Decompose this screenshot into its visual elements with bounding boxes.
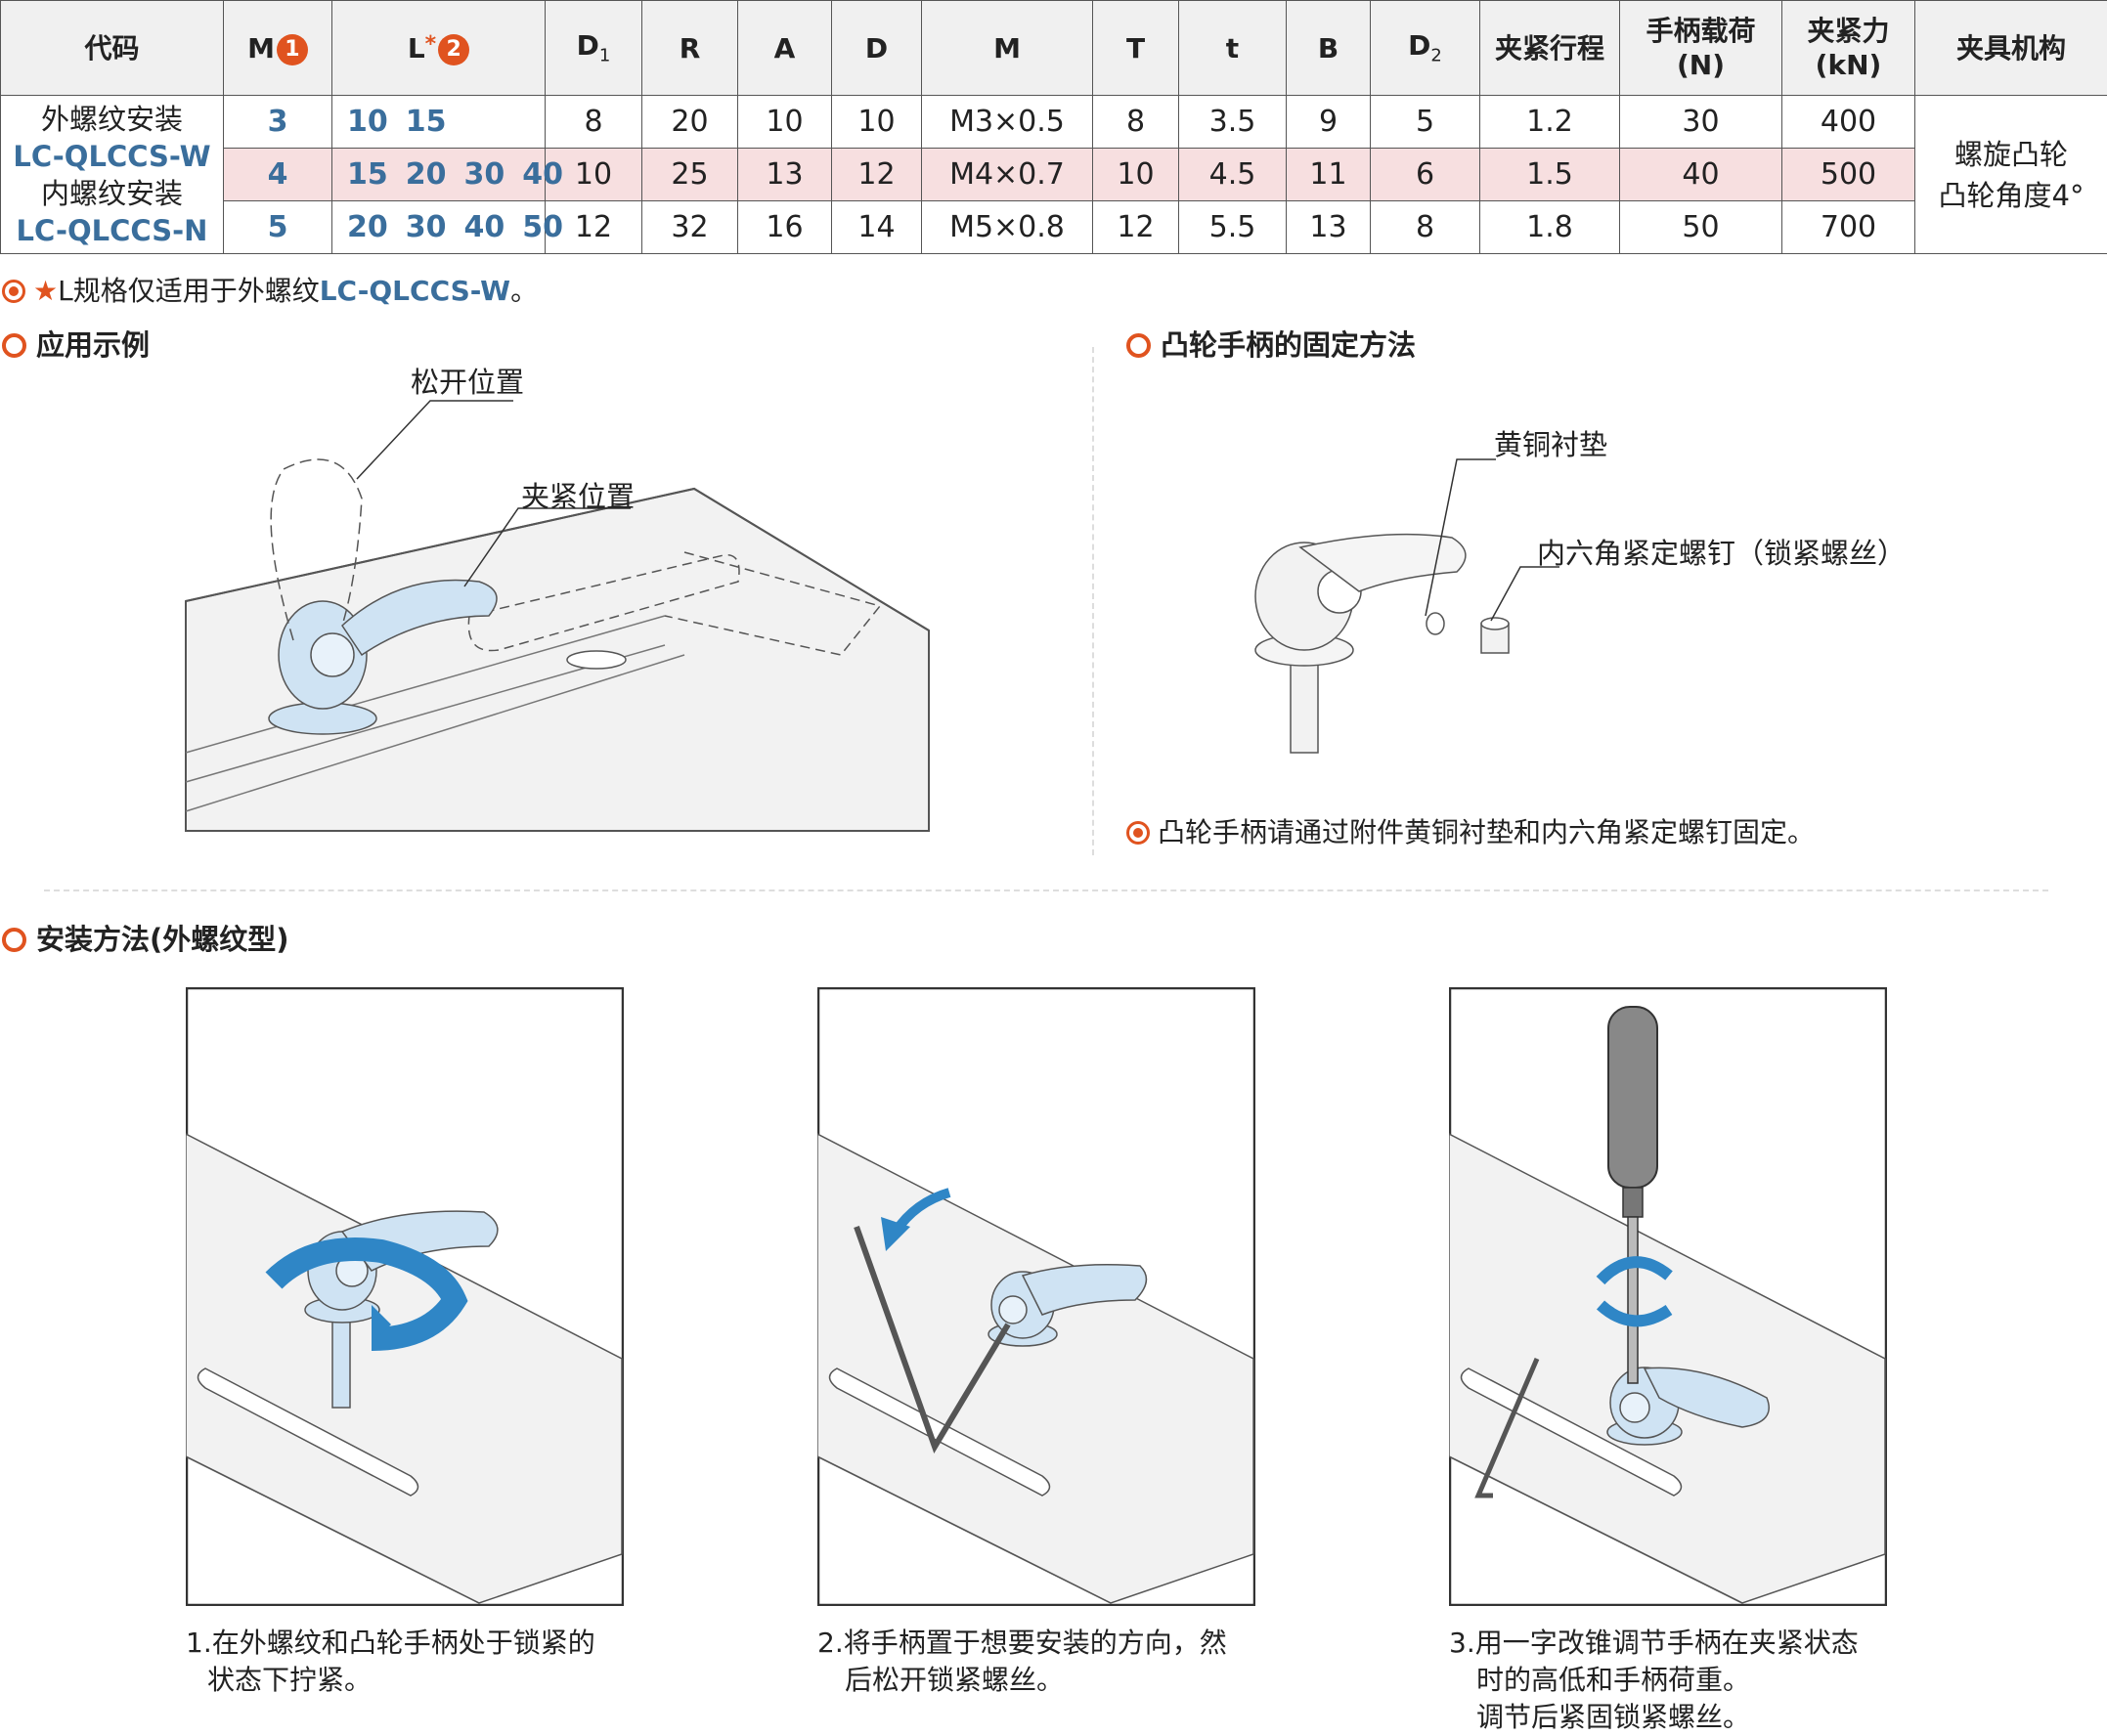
- label-clamp-position: 夹紧位置: [521, 474, 635, 515]
- header-mechanism: 夹具机构: [1915, 1, 2107, 96]
- cell-b: 11: [1287, 149, 1371, 201]
- cell-force: 500: [1782, 149, 1915, 201]
- note-2-badge: 2: [438, 34, 469, 65]
- bullet-icon: [1126, 821, 1150, 845]
- step-1-caption: 1.在外螺纹和凸轮手柄处于锁紧的状态下拧紧。: [186, 1625, 595, 1699]
- cell-force: 400: [1782, 96, 1915, 149]
- cell-r: 32: [642, 201, 738, 254]
- header-d1: D1: [546, 1, 642, 96]
- header-code: 代码: [1, 1, 224, 96]
- cell-t-lower: 5.5: [1179, 201, 1287, 254]
- cell-t-lower: 3.5: [1179, 96, 1287, 149]
- header-b: B: [1287, 1, 1371, 96]
- cell-r: 25: [642, 149, 738, 201]
- header-load: 手柄载荷 (N): [1620, 1, 1782, 96]
- cell-t-lower: 4.5: [1179, 149, 1287, 201]
- mechanism-angle: 凸轮角度4°: [1915, 175, 2107, 216]
- cell-load: 30: [1620, 96, 1782, 149]
- cell-d2: 6: [1371, 149, 1480, 201]
- header-a: A: [738, 1, 832, 96]
- ring-bullet-icon: [1126, 333, 1151, 358]
- cell-t-upper: 10: [1093, 149, 1179, 201]
- cell-d2: 5: [1371, 96, 1480, 149]
- cell-stroke: 1.5: [1480, 149, 1620, 201]
- application-illustration: [176, 362, 939, 850]
- code-internal-label: 内螺纹安装: [1, 175, 223, 212]
- divider-vertical: [1092, 347, 1094, 855]
- step-1-illustration: [186, 987, 624, 1606]
- header-force: 夹紧力 (kN): [1782, 1, 1915, 96]
- cell-d2: 8: [1371, 201, 1480, 254]
- cell-m-thread: M4×0.7: [922, 149, 1093, 201]
- header-t-lower: t: [1179, 1, 1287, 96]
- cam-handle-parts-illustration: [1242, 518, 1555, 772]
- header-t-upper: T: [1093, 1, 1179, 96]
- step-3-illustration: [1449, 987, 1887, 1606]
- code-external-label: 外螺纹安装: [1, 101, 223, 138]
- header-m-thread: M: [922, 1, 1093, 96]
- cell-stroke: 1.2: [1480, 96, 1620, 149]
- header-d: D: [832, 1, 922, 96]
- cell-b: 9: [1287, 96, 1371, 149]
- cell-b: 13: [1287, 201, 1371, 254]
- cell-force: 700: [1782, 201, 1915, 254]
- ring-bullet-icon: [2, 333, 26, 358]
- ring-bullet-icon: [2, 928, 26, 952]
- mechanism-type: 螺旋凸轮: [1915, 134, 2107, 175]
- step-3-caption: 3.用一字改锥调节手柄在夹紧状态时的高低和手柄荷重。调节后紧固锁紧螺丝。: [1449, 1625, 1859, 1736]
- cell-load: 50: [1620, 201, 1782, 254]
- code-internal: LC-QLCCS-N: [1, 212, 223, 249]
- cell-d: 10: [832, 96, 922, 149]
- code-cell: 外螺纹安装 LC-QLCCS-W 内螺纹安装 LC-QLCCS-N: [1, 96, 224, 254]
- cell-d: 14: [832, 201, 922, 254]
- header-d2: D2: [1371, 1, 1480, 96]
- label-brass-pad: 黄铜衬垫: [1494, 422, 1607, 463]
- cell-load: 40: [1620, 149, 1782, 201]
- bullet-icon: [2, 280, 25, 303]
- cell-m: 5: [224, 201, 332, 254]
- cell-a: 13: [738, 149, 832, 201]
- cell-t-upper: 8: [1093, 96, 1179, 149]
- fix-method-note: 凸轮手柄请通过附件黄铜衬垫和内六角紧定螺钉固定。: [1126, 811, 1815, 850]
- l-spec-note: ★L规格仅适用于外螺纹LC-QLCCS-W。: [2, 270, 538, 309]
- header-stroke: 夹紧行程: [1480, 1, 1620, 96]
- step-2-illustration: [817, 987, 1255, 1606]
- label-open-position: 松开位置: [411, 360, 524, 401]
- open-leader-line: [352, 391, 518, 489]
- mechanism-cell: 螺旋凸轮 凸轮角度4°: [1915, 96, 2107, 254]
- section-fixing-method: 凸轮手柄的固定方法: [1126, 323, 1416, 364]
- cell-m: 4: [224, 149, 332, 201]
- section-installation: 安装方法(外螺纹型): [2, 917, 289, 958]
- note-1-badge: 1: [277, 34, 308, 65]
- section-application-example: 应用示例: [2, 323, 150, 364]
- divider-horizontal: [44, 890, 2048, 891]
- header-l: L*2: [332, 1, 546, 96]
- cell-t-upper: 12: [1093, 201, 1179, 254]
- cell-a: 10: [738, 96, 832, 149]
- cell-d: 12: [832, 149, 922, 201]
- cell-d1: 8: [546, 96, 642, 149]
- step-2-caption: 2.将手柄置于想要安装的方向，然后松开锁紧螺丝。: [817, 1625, 1227, 1699]
- label-set-screw: 内六角紧定螺钉（锁紧螺丝）: [1537, 531, 1906, 572]
- header-r: R: [642, 1, 738, 96]
- cell-m: 3: [224, 96, 332, 149]
- cell-m-thread: M3×0.5: [922, 96, 1093, 149]
- code-external: LC-QLCCS-W: [1, 138, 223, 175]
- cell-a: 16: [738, 201, 832, 254]
- cell-m-thread: M5×0.8: [922, 201, 1093, 254]
- cell-stroke: 1.8: [1480, 201, 1620, 254]
- cell-r: 20: [642, 96, 738, 149]
